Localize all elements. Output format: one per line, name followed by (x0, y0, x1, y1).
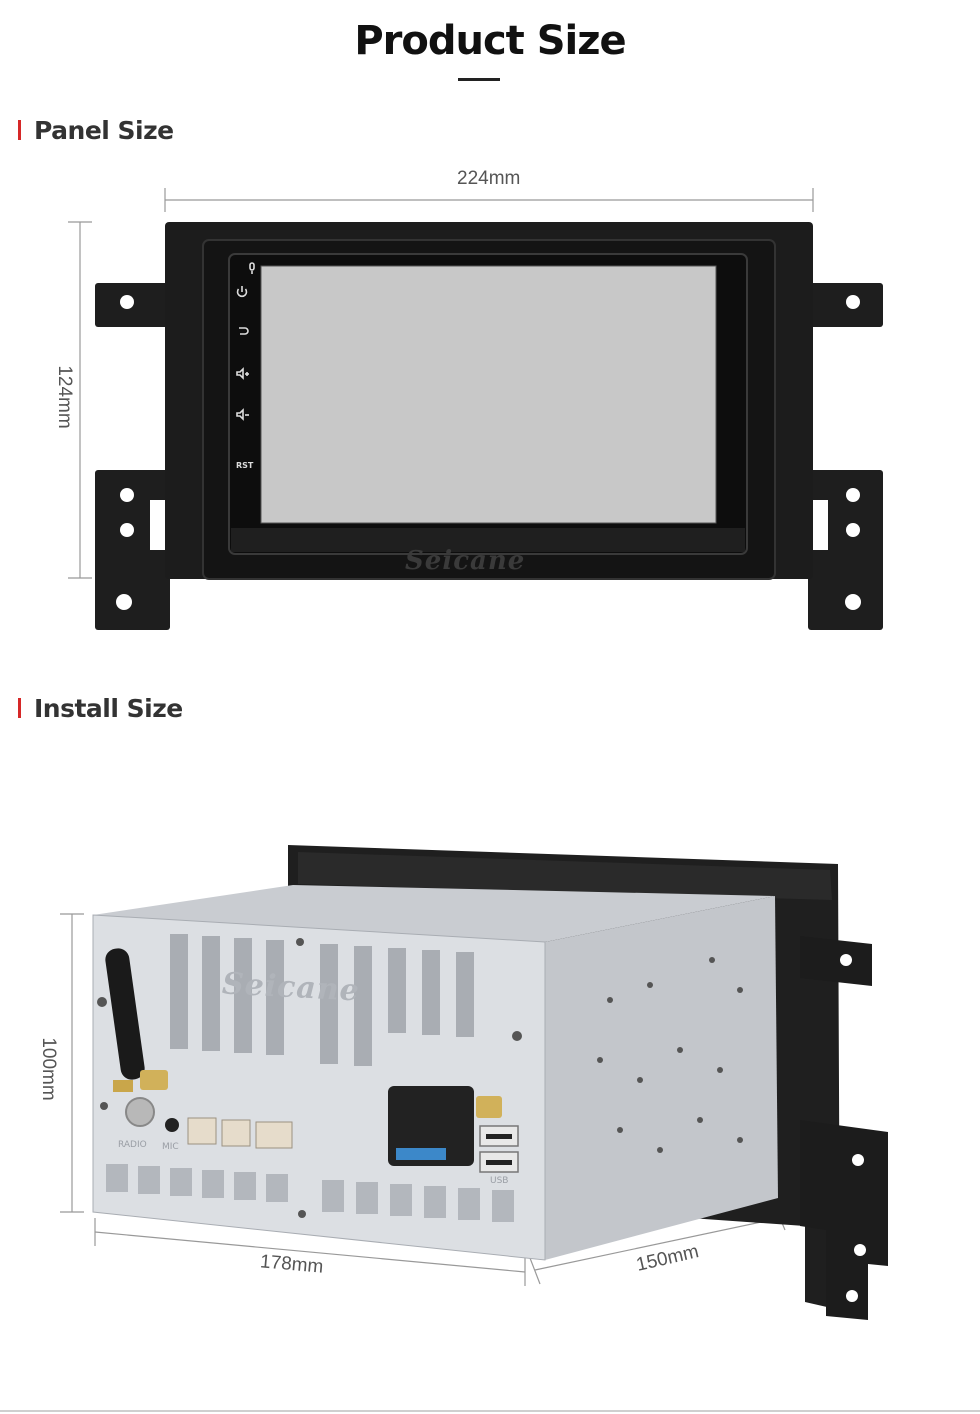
chassis-top (93, 885, 775, 942)
install-right-brackets (800, 936, 888, 1320)
usb-port-label: USB (490, 1176, 509, 1186)
install-height-label: 100mm (38, 1037, 59, 1101)
panel-dimension-lines (68, 188, 814, 579)
radio-port (125, 1097, 155, 1127)
title-underline (458, 78, 500, 81)
install-size-heading-text: Install Size (34, 693, 183, 723)
chassis-vents-upper (170, 934, 474, 1066)
volume-down-icon (236, 408, 249, 421)
install-size-heading: Install Size (18, 693, 183, 723)
gps-connector (140, 1070, 168, 1090)
main-connector (388, 1086, 474, 1166)
reset-button-label: RST (236, 461, 254, 470)
chassis-side (545, 896, 778, 1260)
bottom-divider (0, 1410, 980, 1412)
panel-brand-logo: Seicane (405, 546, 526, 576)
power-icon (236, 286, 248, 298)
panel-size-heading-text: Panel Size (34, 115, 174, 145)
volume-up-icon (236, 367, 249, 380)
antenna (105, 948, 145, 1092)
harness-connectors (187, 1117, 293, 1149)
heading-accent-bar (18, 698, 21, 718)
heading-accent-bar (18, 120, 21, 140)
wifi-connector (476, 1096, 502, 1118)
install-brand-logo: Seicane (221, 966, 361, 1009)
mic-port (165, 1118, 179, 1132)
radio-port-label: RADIO (118, 1140, 147, 1150)
chassis-side-holes (597, 957, 743, 1153)
back-icon (239, 327, 249, 335)
panel-size-heading: Panel Size (18, 115, 174, 145)
mic-icon (249, 262, 255, 274)
screen (260, 265, 717, 524)
page-title: Product Size (354, 18, 626, 64)
mic-port-label: MIC (162, 1142, 179, 1152)
chassis-vents-lower (106, 1164, 514, 1222)
panel-width-label: 224mm (457, 168, 521, 189)
install-dimension-lines (60, 913, 786, 1286)
